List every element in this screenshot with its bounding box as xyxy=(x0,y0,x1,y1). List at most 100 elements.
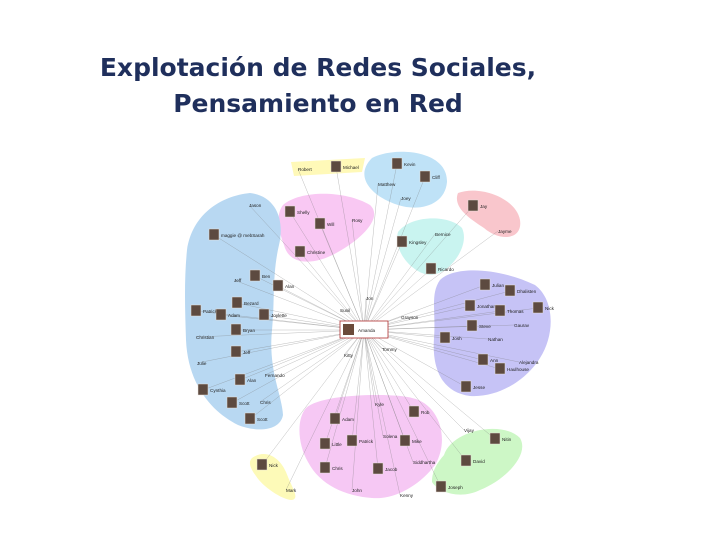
network-link xyxy=(363,163,398,331)
node-scott: Scott xyxy=(244,412,268,425)
node-label: Grayson xyxy=(401,315,419,320)
network-link xyxy=(261,329,365,466)
network-link xyxy=(363,329,465,431)
node-john: John xyxy=(352,488,362,493)
node-label: Christine xyxy=(307,250,326,255)
network-link xyxy=(363,230,499,331)
cluster-shelly xyxy=(278,193,375,262)
node-label: Bezard xyxy=(244,301,259,306)
node-bryan: Bryan xyxy=(230,323,255,336)
node-label: Rosy xyxy=(352,218,363,223)
network-link xyxy=(259,329,365,403)
node-photo xyxy=(208,228,220,241)
node-jacob: Jacob xyxy=(372,462,398,475)
node-label: Josh xyxy=(452,336,462,341)
title-line-2: Pensamiento en Red xyxy=(173,89,463,118)
node-photo xyxy=(319,461,331,474)
node-alan: Alan xyxy=(272,279,295,292)
node-photo xyxy=(460,380,472,393)
network-link xyxy=(196,329,365,364)
network-link xyxy=(213,234,365,331)
node-grayson: Grayson xyxy=(401,315,419,320)
node-maggie-mebsarah: maggie @ mebSarah xyxy=(208,228,265,241)
node-label: Scott xyxy=(257,417,268,422)
network-links xyxy=(195,163,539,496)
node-photo xyxy=(435,480,447,493)
node-jayme: Jayme xyxy=(498,229,512,234)
node-label: Joseph xyxy=(448,485,463,490)
network-link xyxy=(363,329,442,488)
node-photo xyxy=(346,434,358,447)
node-joey: Joey xyxy=(401,196,411,201)
node-label: Jay xyxy=(480,204,488,209)
node-photo xyxy=(226,396,238,409)
network-link xyxy=(351,329,365,491)
network-link xyxy=(324,329,365,469)
node-label: Ben xyxy=(262,274,271,279)
node-scott: Scott xyxy=(226,396,250,409)
node-label: Little xyxy=(332,442,342,447)
network-link xyxy=(248,204,365,331)
node-jonathan: Jonathan xyxy=(464,299,496,312)
node-christine: Christine xyxy=(294,245,326,258)
cluster-right xyxy=(433,270,551,397)
node-alan: Alan xyxy=(234,373,257,386)
network-link xyxy=(363,329,415,413)
node-label: Jon xyxy=(366,296,374,301)
node-label: Nathan xyxy=(488,337,503,342)
node-label: Mike xyxy=(412,439,422,444)
center-node: Amanda xyxy=(339,320,389,339)
network-link xyxy=(363,329,496,440)
node-label: Kevin xyxy=(404,162,416,167)
node-label: Jeff xyxy=(243,350,251,355)
node-photo xyxy=(272,279,284,292)
node-kevin: Kevin xyxy=(391,157,416,170)
node-nick: Nick xyxy=(532,301,555,314)
node-photo xyxy=(391,157,403,170)
node-photo xyxy=(249,269,261,282)
node-chris: Chris xyxy=(260,400,271,405)
node-label: Jayme xyxy=(498,229,512,234)
network-link xyxy=(285,329,365,491)
node-label: Kyle xyxy=(375,402,384,407)
network-link xyxy=(249,329,365,420)
network-link xyxy=(299,251,365,331)
node-little: Little xyxy=(319,437,342,450)
node-jason: Jason xyxy=(249,203,262,208)
node-jesse: Jesse xyxy=(460,380,485,393)
network-link xyxy=(289,211,365,331)
node-robert: Robert xyxy=(298,167,313,172)
node-photo xyxy=(319,437,331,450)
node-photo xyxy=(190,304,202,317)
node-rosy: Rosy xyxy=(352,218,363,223)
node-photo xyxy=(215,308,227,321)
network-link xyxy=(363,329,384,437)
node-photo xyxy=(504,284,516,297)
node-nick: Nick xyxy=(256,458,279,471)
node-label: Steve xyxy=(479,324,491,329)
node-gaurav: Gaurav xyxy=(514,323,530,328)
network-link xyxy=(363,233,436,331)
node-photo xyxy=(330,160,342,173)
network-link xyxy=(363,329,520,363)
node-label: Adam xyxy=(228,313,240,318)
node-label: Cynthia xyxy=(210,388,226,393)
network-link xyxy=(363,241,403,331)
node-nathan: Nathan xyxy=(488,337,503,342)
center-node-label: Amanda xyxy=(358,328,376,333)
node-label: Alejandra xyxy=(519,360,539,365)
node-patrick: Patrick xyxy=(190,304,218,317)
node-joylette: Joylette xyxy=(258,308,287,321)
node-vijay: Vijay xyxy=(464,428,475,433)
network-link xyxy=(363,176,426,331)
node-kingsley: Kingsley xyxy=(396,235,427,248)
network-link xyxy=(363,329,467,388)
node-label: Joylette xyxy=(271,313,287,318)
network-link xyxy=(363,268,432,331)
node-label: Nick xyxy=(545,306,555,311)
network-link xyxy=(363,197,402,331)
node-photo xyxy=(230,345,242,358)
network-link xyxy=(363,329,401,496)
node-bernice: Bernice xyxy=(435,232,451,237)
